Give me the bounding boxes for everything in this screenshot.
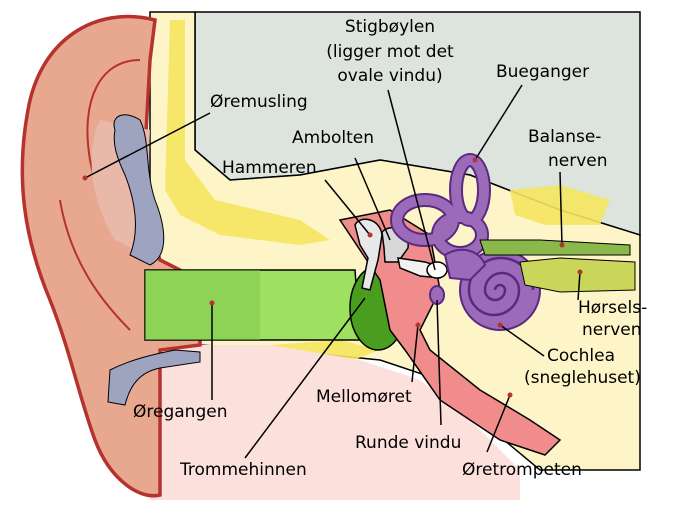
vestibule-shape [443, 248, 487, 282]
cartilage-lower [107, 349, 201, 406]
oval-window [426, 261, 448, 279]
label-stirrup-line1: Stigbøylen [344, 17, 436, 37]
label-ear-canal: Øregangen [133, 402, 228, 422]
hearing-nerve-shape [519, 257, 636, 293]
skin-lower [120, 345, 520, 500]
label-anvil: Ambolten [292, 128, 375, 148]
label-middle-ear: Mellomøret [316, 387, 412, 407]
label-hammer: Hammeren [222, 158, 317, 178]
hammer-bone [354, 218, 383, 291]
label-auricle: Øremusling [210, 92, 308, 112]
label-stirrup-line2: (ligger mot det [326, 42, 454, 62]
label-eustachian: Øretrompeten [462, 460, 582, 480]
label-balance-line2: nerven [548, 151, 608, 171]
bone-yellow-right [510, 185, 610, 225]
balance-nerve-shape [479, 239, 631, 256]
label-round-window: Runde vindu [355, 433, 462, 453]
leader-lines [84, 84, 581, 459]
label-hearing-line2: nerven [582, 320, 642, 340]
cochlea-spiral [467, 256, 535, 317]
label-balance-line1: Balanse- [528, 127, 602, 147]
bone-yellow-upper [165, 20, 330, 245]
label-cochlea-line1: Cochlea [547, 346, 615, 366]
label-cochlea-line2: (sneglehuset) [524, 368, 641, 388]
auricle-lobe-line [59, 199, 131, 331]
label-hearing-line1: Hørsels- [578, 298, 648, 318]
ear-canal-shade [145, 270, 260, 340]
label-semicircular: Bueganger [496, 62, 590, 82]
label-stirrup-line3: ovale vindu) [337, 66, 443, 86]
label-eardrum: Trommehinnen [180, 460, 307, 480]
auricle-shape [20, 14, 202, 498]
cartilage-upper [113, 114, 165, 266]
leader-dots [82, 157, 583, 398]
